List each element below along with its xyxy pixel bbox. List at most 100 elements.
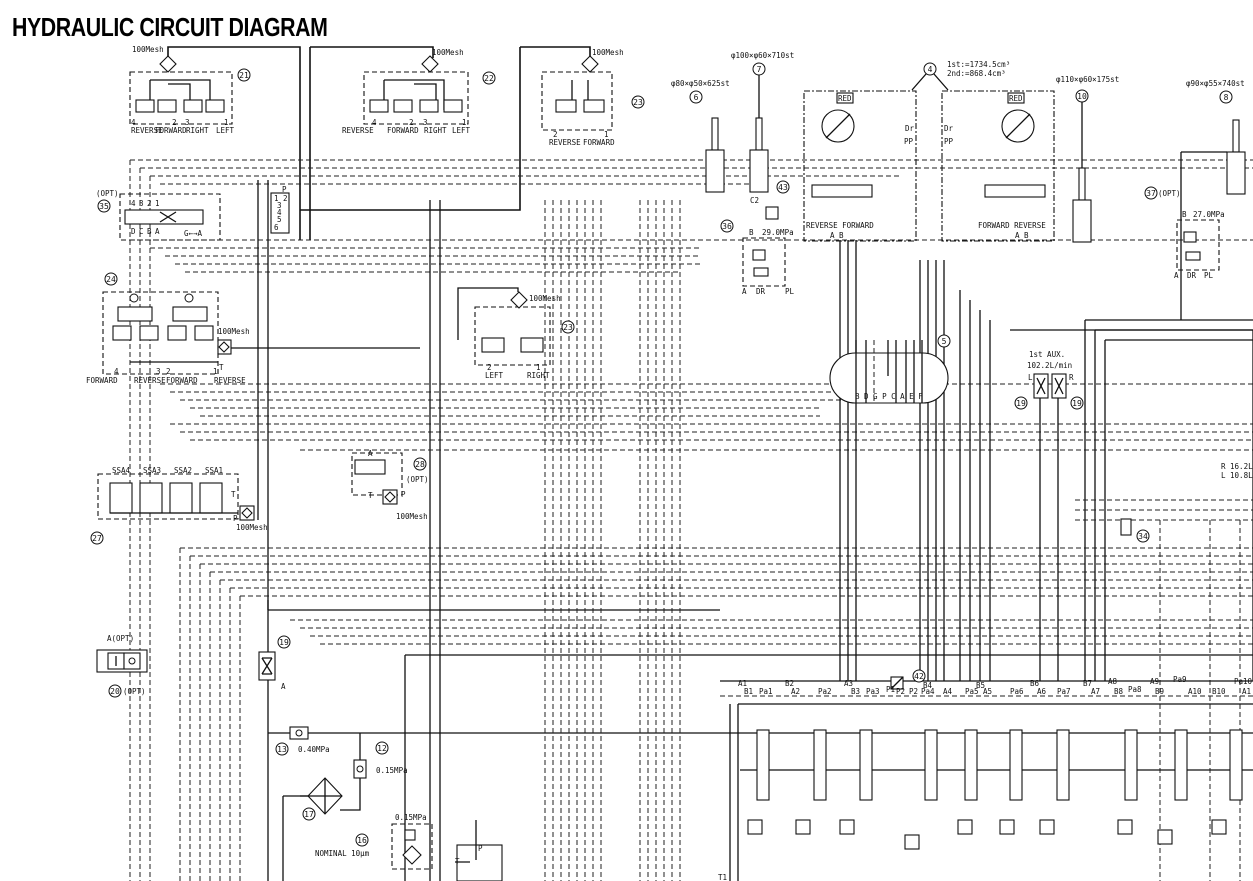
- pilot-valve-23-outline: [541, 71, 613, 131]
- filter-16-icon: [402, 845, 422, 865]
- port-label: 1: [462, 118, 467, 127]
- callout-17: 17: [304, 810, 314, 819]
- port-t1-label: T1: [718, 873, 727, 881]
- valve-spool-icon: [419, 99, 439, 113]
- port-label: 2: [147, 199, 152, 208]
- port-label: A1: [738, 679, 747, 688]
- red-label-box: [1007, 92, 1025, 104]
- callout-35: 35: [99, 202, 109, 211]
- pilot-valve-23-swing[interactable]: 100Mesh 23 2 1 LEFT RIGHT: [457, 287, 575, 380]
- port-label: Pa5: [965, 687, 979, 696]
- port-label: 1: [213, 367, 218, 376]
- solenoid-valve-block-27[interactable]: SSA4 SSA3 SSA2 SSA1 T P 100Mesh 27: [90, 466, 268, 545]
- valve-spool-icon: [135, 99, 155, 113]
- displacement-2nd: 2nd:=868.4cm³: [947, 69, 1006, 78]
- valve-37-outline: [1176, 219, 1220, 271]
- port-label: 2: [553, 130, 558, 139]
- filter-21-icon: [159, 55, 177, 73]
- valve-spool-icon: [205, 99, 225, 113]
- spool-section: [839, 729, 873, 835]
- pilot-valve-22[interactable]: 100Mesh 22 4 2 3 1 REVERSE FORWARD RIGHT…: [342, 48, 496, 135]
- valve-spool-icon: [443, 99, 463, 113]
- callout-34: 34: [1138, 532, 1148, 541]
- pilot-valve-21[interactable]: 100Mesh 21 4 2 3 1 REVERSE FORWARD RIGHT…: [129, 45, 251, 135]
- diagram-title: HYDRAULIC CIRCUIT DIAGRAM: [12, 12, 328, 42]
- pipe-network: [129, 46, 1253, 881]
- direction-label: FORWARD: [86, 376, 118, 385]
- check-valve-19: 19 A: [258, 635, 291, 691]
- spool-section: [1157, 729, 1188, 845]
- port-label: C: [139, 227, 144, 236]
- callout-42: 42: [914, 672, 924, 681]
- port-label: 3: [277, 201, 282, 210]
- callout-43: 43: [778, 183, 788, 192]
- port-label: B5: [976, 681, 985, 690]
- port-label: B: [147, 227, 152, 236]
- port-label: 2: [166, 367, 171, 376]
- spool-section: [957, 729, 978, 835]
- solenoid-valve-icon: [109, 482, 133, 514]
- direction-label: REVERSE: [549, 138, 581, 147]
- aux-circuit: 1st AUX. 102.2L/min L R 19 19: [1014, 350, 1084, 681]
- selector-valve-35[interactable]: (OPT) 35 4 3 2 1 D C B A G←→A: [96, 189, 221, 241]
- port-label: P: [233, 514, 238, 523]
- port-label: A4: [943, 687, 953, 696]
- solenoid-valve-20[interactable]: A(OPT) 20 (OPT): [96, 634, 148, 698]
- port-label: Pa8: [1128, 685, 1142, 694]
- port-label: 1: [224, 118, 229, 127]
- switch-label: G←→A: [184, 229, 203, 238]
- port-label: B: [1182, 210, 1187, 219]
- port-ab: A B: [830, 231, 844, 240]
- pressure-block: P 1 2 3 4 5 6: [270, 185, 290, 234]
- valve-23b-outline: [474, 306, 551, 366]
- valve-spool-icon: [583, 99, 605, 113]
- port-label: A2: [791, 687, 800, 696]
- valve-spool-icon: [555, 99, 577, 113]
- direction-label: REVERSE: [131, 126, 163, 135]
- port-label: Pa9: [1173, 675, 1187, 684]
- port-label: D: [131, 227, 136, 236]
- opt-label: (OPT): [123, 687, 146, 696]
- callout-21: 21: [239, 71, 249, 80]
- callout-36: 36: [722, 222, 732, 231]
- port-label: B2: [785, 679, 794, 688]
- filter-24-label: 100Mesh: [218, 327, 250, 336]
- port-label: B1: [744, 687, 753, 696]
- port-label: PL: [785, 287, 795, 296]
- port-label: 2: [172, 118, 177, 127]
- port-label: 2: [487, 363, 492, 372]
- pilot-valve-23-travel[interactable]: 100Mesh 23 2 1 REVERSE FORWARD: [541, 48, 645, 147]
- filter-24-icon: [217, 339, 232, 355]
- filter-22-label: 100Mesh: [432, 48, 464, 57]
- motor-left-valve: [811, 184, 873, 198]
- motor-right-valve: [984, 184, 1046, 198]
- solenoid-valve-28[interactable]: A T P 100Mesh 28 (OPT): [351, 449, 429, 521]
- pressure-switch-icon: [765, 206, 779, 220]
- port-label: Pa1: [759, 687, 773, 696]
- callout-23b: 23: [563, 323, 573, 332]
- pilot-valve-24[interactable]: 100Mesh T 24 4 3 2 1 FORWARD REVERSE FOR…: [86, 272, 250, 385]
- opt-label: (OPT): [96, 189, 119, 198]
- callout-10: 10: [1077, 92, 1087, 101]
- valve-spool-icon: [157, 99, 177, 113]
- direction-label: FORWARD REVERSE: [978, 221, 1046, 230]
- port-label: Pa4: [921, 687, 935, 696]
- port-label: 3: [156, 367, 161, 376]
- port-pp: PP: [944, 137, 954, 146]
- port-label: A: [281, 682, 286, 691]
- cylinder-spec: φ100×φ60×710st: [731, 51, 794, 60]
- port-ab: A B: [1015, 231, 1029, 240]
- flow-left: L 10.8L: [1221, 471, 1253, 480]
- callout-19: 19: [279, 638, 289, 647]
- displacement-1st: 1st:=1734.5cm³: [947, 60, 1010, 69]
- callout-37: 37: [1146, 189, 1156, 198]
- solenoid-valve-icon: [139, 482, 163, 514]
- port-label: A9: [1150, 677, 1159, 686]
- filter-22-icon: [421, 55, 439, 73]
- filter-rating: NOMINAL 10μm: [315, 849, 370, 858]
- bottom-solenoid-valve: P T: [455, 820, 503, 881]
- callout-22: 22: [484, 74, 494, 83]
- ssa-label: SSA1: [205, 466, 223, 475]
- port-label: Pa10: [1234, 677, 1253, 686]
- port-label: 3: [139, 199, 144, 208]
